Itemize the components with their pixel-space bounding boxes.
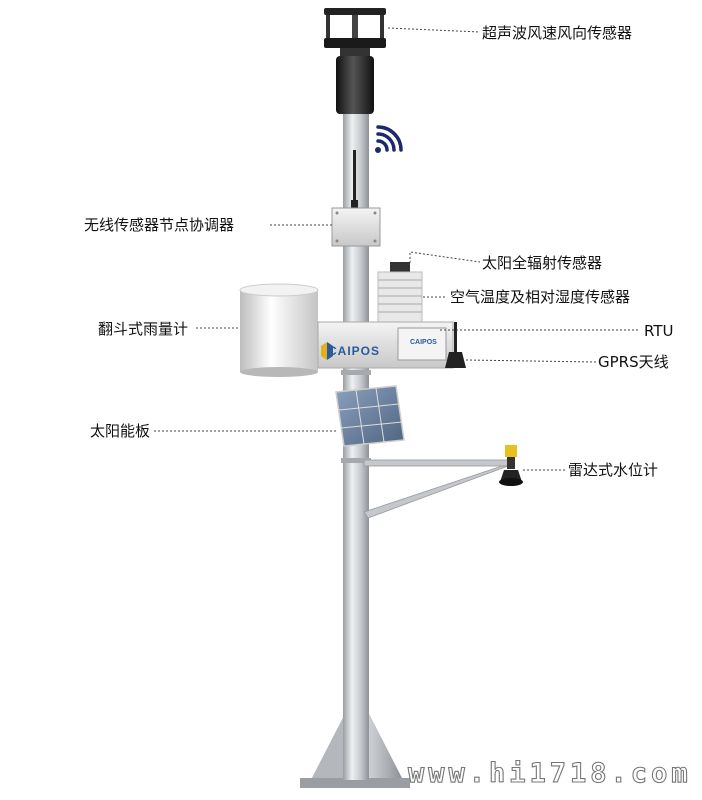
gprs-antenna-icon bbox=[445, 322, 466, 368]
watermark: www.hi1718.com bbox=[407, 757, 692, 789]
radar-water-level-icon bbox=[499, 445, 523, 486]
water-level-arm bbox=[363, 459, 515, 519]
label-ultrasonic-wind-sensor: 超声波风速风向传感器 bbox=[482, 24, 633, 42]
wireless-coordinator-box bbox=[331, 207, 381, 247]
rtu-logo-text: CAIPOS bbox=[410, 339, 437, 346]
coordinator-antenna-icon bbox=[351, 150, 358, 208]
solar-panel-icon bbox=[335, 385, 405, 447]
label-solar-radiation-sensor: 太阳全辐射传感器 bbox=[482, 254, 603, 272]
brand-logo-icon bbox=[321, 342, 333, 360]
radiation-shield-icon bbox=[377, 262, 423, 323]
rtu-box bbox=[397, 327, 447, 361]
ultrasonic-wind-sensor-icon bbox=[324, 8, 386, 114]
label-gprs-antenna: GPRS天线 bbox=[598, 353, 669, 371]
wireless-signal-icon bbox=[375, 125, 403, 153]
leader-lines bbox=[154, 27, 640, 471]
label-rain-gauge: 翻斗式雨量计 bbox=[98, 320, 189, 338]
brand-logo-text: CAIPOS bbox=[328, 344, 381, 358]
label-air-temp-humidity-sensor: 空气温度及相对湿度传感器 bbox=[450, 288, 631, 306]
label-solar-panel: 太阳能板 bbox=[90, 422, 151, 440]
label-rtu: RTU bbox=[644, 322, 674, 340]
rain-gauge-icon bbox=[239, 283, 319, 377]
label-wireless-coordinator: 无线传感器节点协调器 bbox=[84, 216, 235, 234]
label-radar-water-level: 雷达式水位计 bbox=[568, 461, 659, 479]
